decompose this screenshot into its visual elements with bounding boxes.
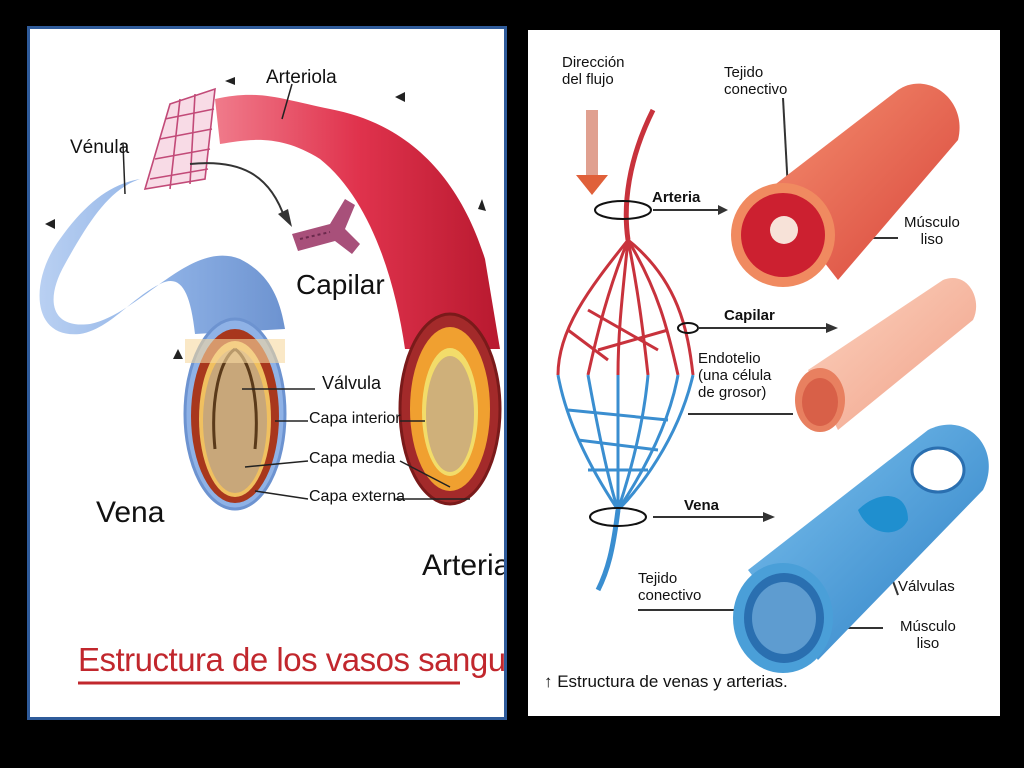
- label-capa-media: Capa media: [309, 450, 395, 468]
- capillary-tube: [795, 278, 976, 432]
- label-vena: Vena: [96, 496, 164, 530]
- diagram-title: Estructura de los vasos sanguíneos: [78, 641, 507, 679]
- blood-vessel-illustration: [30, 29, 504, 717]
- label-arteriola: Arteriola: [266, 67, 337, 89]
- label-vena: Vena: [684, 497, 719, 514]
- label-arteria: Arteria: [422, 549, 507, 583]
- vein-cross-section: [185, 319, 285, 509]
- figure-caption: ↑ Estructura de venas y arterias.: [544, 672, 788, 692]
- label-capilar: Capilar: [724, 307, 775, 324]
- left-diagram-panel: Arteriola Vénula Capilar Válvula Capa in…: [27, 26, 507, 720]
- label-capa-interior: Capa interior: [309, 410, 401, 428]
- label-direccion-flujo: Dirección del flujo: [562, 54, 625, 88]
- artery-cross-section: [400, 314, 500, 504]
- label-valvula: Válvula: [322, 373, 381, 394]
- label-musculo-liso-top: Músculo liso: [904, 214, 960, 248]
- label-tejido-conectivo-top: Tejido conectivo: [724, 64, 787, 98]
- label-musculo-liso-bottom: Músculo liso: [900, 618, 956, 652]
- right-diagram-panel: Dirección del flujo Tejido conectivo Art…: [528, 30, 1000, 716]
- flow-direction-arrow: [576, 110, 608, 195]
- capillary-network: [145, 89, 215, 189]
- label-endotelio: Endotelio (una célula de grosor): [698, 350, 771, 401]
- label-capilar: Capilar: [296, 269, 385, 301]
- label-valvulas: Válvulas: [898, 578, 955, 595]
- label-tejido-conectivo-bottom: Tejido conectivo: [638, 570, 701, 604]
- label-arteria: Arteria: [652, 189, 700, 206]
- capillary-segment-icon: [292, 199, 360, 254]
- vein-tube: [40, 179, 285, 334]
- artery-tube: [731, 84, 960, 287]
- label-venula: Vénula: [70, 137, 129, 159]
- label-capa-externa: Capa externa: [309, 488, 405, 506]
